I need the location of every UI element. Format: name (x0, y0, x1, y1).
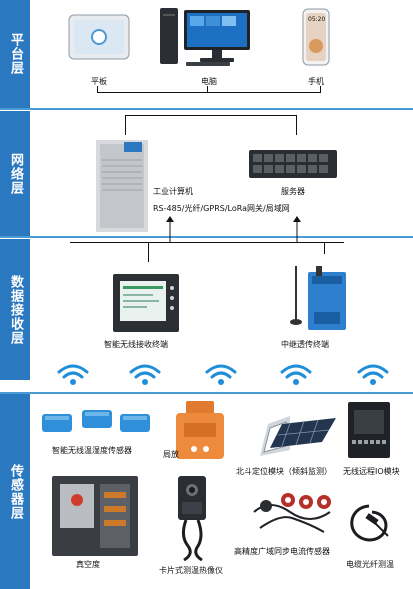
relay-label: 中继透传终端 (281, 340, 329, 349)
server-label: 服务器 (281, 187, 305, 196)
io-module-icon (348, 402, 390, 458)
layer-platform-text: 平台层 (8, 33, 23, 75)
network-link-label: RS-485/光纤/GPRS/LoRa网关/局域网 (153, 204, 290, 213)
thermal-camera-icon (178, 476, 206, 562)
relay-icon (290, 266, 346, 330)
fiber-sensor-icon (350, 504, 389, 542)
layer-label-sensor: 传感器层 (0, 394, 30, 589)
layer-receive-text: 数据接收层 (8, 274, 23, 345)
terminal-label: 智能无线接收终端 (104, 340, 168, 349)
temp-sensor-label: 智能无线温湿度传感器 (52, 446, 132, 455)
terminal-icon (113, 274, 179, 332)
wifi-icon (205, 364, 237, 385)
tablet-icon (68, 14, 130, 60)
vacuum-label: 真空度 (76, 560, 100, 569)
arrow-up-left (166, 216, 174, 242)
tablet-drop (97, 86, 98, 93)
beidou-module-icon (260, 416, 336, 456)
current-sensor-label: 高精度广域同步电流传感器 (234, 547, 330, 556)
layer-label-receive: 数据接收层 (0, 239, 30, 380)
separator-1 (0, 108, 413, 110)
layer-label-network: 网络层 (0, 111, 30, 236)
beidou-module-label: 北斗定位模块（倾斜监测） (236, 467, 332, 476)
pd-sensor-label: 局放 (163, 450, 179, 459)
arrow-up-right (293, 216, 301, 242)
platform-bus (97, 92, 321, 93)
thermal-camera-label: 卡片式测温热像仪 (159, 566, 223, 575)
vacuum-breaker-icon (52, 476, 138, 556)
phone-icon (302, 8, 330, 66)
phone-label: 手机 (308, 77, 324, 86)
pc-icon (160, 8, 250, 66)
net-top-bus (125, 115, 297, 116)
receive-drop-right (324, 242, 325, 254)
phone-drop (320, 86, 321, 93)
separator-2 (0, 236, 413, 238)
separator-3 (0, 392, 413, 394)
net-top-left (125, 115, 126, 135)
wifi-icon (280, 364, 312, 385)
io-module-label: 无线远程IO模块 (343, 467, 400, 476)
pd-sensor-icon (176, 401, 224, 459)
wifi-icon (57, 364, 89, 385)
wifi-icon (129, 364, 161, 385)
net-top-right (296, 115, 297, 135)
layer-network-text: 网络层 (8, 152, 23, 195)
temp-sensor-icon (42, 410, 150, 432)
current-sensor-icon (253, 493, 331, 533)
pc-drop (207, 86, 208, 93)
fiber-sensor-label: 电缆光纤测温 (346, 560, 394, 569)
phone-time: 05:20 (308, 16, 326, 23)
ipc-icon (96, 140, 148, 232)
server-icon (249, 150, 337, 178)
pc-label: 电脑 (201, 77, 217, 86)
receive-bus (70, 242, 344, 243)
tablet-label: 平板 (91, 77, 107, 86)
ipc-label: 工业计算机 (153, 187, 193, 196)
layer-sensor-text: 传感器层 (8, 463, 23, 520)
layer-label-platform: 平台层 (0, 0, 30, 108)
wifi-icon (357, 364, 389, 385)
receive-drop-left (148, 242, 149, 262)
